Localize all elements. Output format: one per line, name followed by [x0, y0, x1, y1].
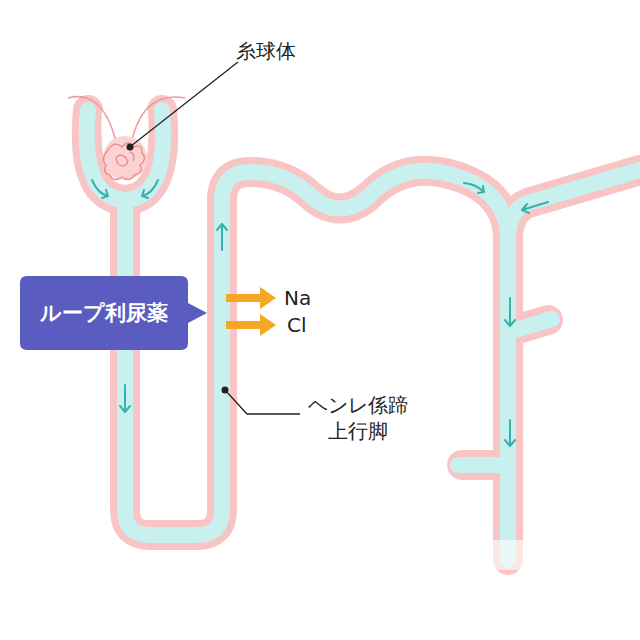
label-text: Cl	[287, 312, 347, 338]
leader-dot	[127, 144, 134, 151]
callout-fill	[20, 276, 207, 350]
flow-arrow	[120, 385, 130, 412]
flow-arrow	[505, 420, 515, 446]
flow-arrow	[464, 183, 484, 193]
label-text: 糸球体	[236, 38, 356, 64]
leader-line	[225, 390, 300, 414]
tubule-lumen	[125, 171, 508, 560]
label-text: ヘンレ係蹄 上行脚	[302, 392, 414, 444]
label-text: Na	[284, 285, 344, 311]
duct-wall	[508, 170, 640, 235]
node-label: ループ利尿薬	[20, 276, 188, 350]
fade	[440, 540, 560, 570]
duct-lumen	[508, 170, 640, 235]
capsule-wall	[87, 110, 163, 200]
glomerulus-loops	[103, 143, 144, 180]
ion-arrow	[226, 287, 276, 309]
flow-arrow	[217, 224, 227, 250]
branch-lumen	[458, 457, 508, 473]
leader-line	[131, 62, 238, 146]
ion-arrow	[226, 314, 276, 336]
drug-callout-box: ループ利尿薬	[20, 276, 207, 350]
glomerulus	[103, 136, 147, 180]
flow-arrow	[142, 180, 158, 198]
flow-arrow	[522, 202, 548, 213]
flow-arrow	[92, 180, 108, 198]
leader-dot	[222, 387, 229, 394]
flow-arrow	[505, 298, 515, 326]
capsule-lumen	[87, 110, 163, 200]
tubule-wall	[125, 171, 508, 560]
